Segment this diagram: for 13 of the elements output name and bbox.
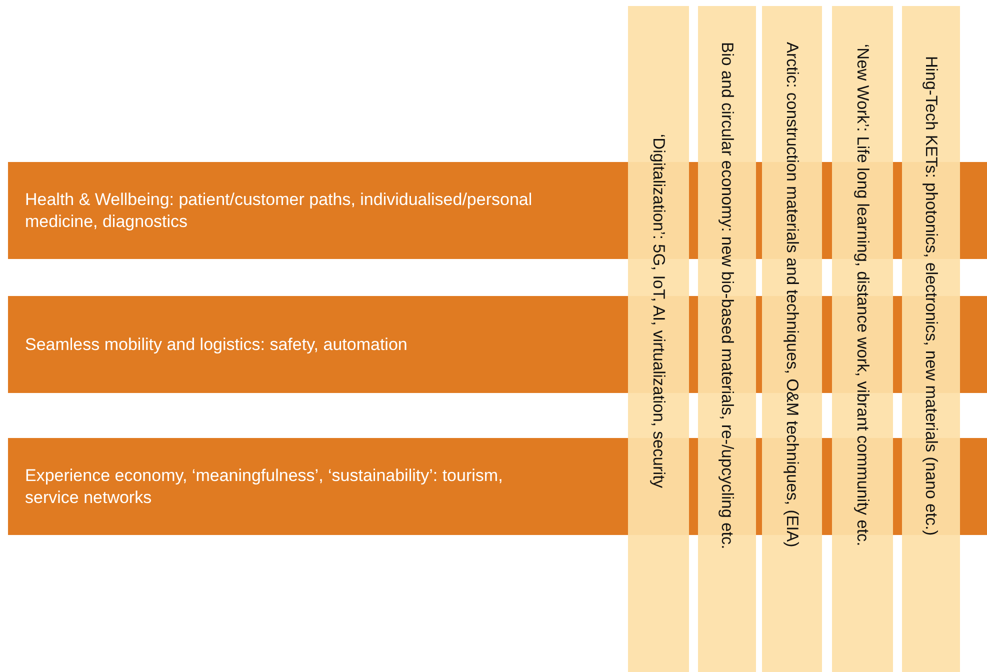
technology-label: Bio and circular economy: new bio-based materials, re-/upcycling etc. [717,42,737,550]
technology-column [902,6,960,672]
technology-label: ‘Digitalization’: 5G, IoT, AI, virtualization, security [648,134,668,488]
theme-label: Health & Wellbeing: patient/customer paths, individualised/personal medicine, diagnostics [25,188,534,232]
technology-column [832,6,893,672]
technology-column [628,6,689,672]
technology-column [762,6,822,672]
theme-label: Experience economy, ‘meaningfulness’, ‘sustainability’: tourism, service networks [25,464,504,508]
technology-label: Hing-Tech KETs: photonics, electronics, new materials (nano etc.) [921,56,941,536]
technology-label: Arctic: construction materials and techniques, O&M techniques, (EIA) [782,42,802,548]
theme-label: Seamless mobility and logistics: safety, automation [25,334,408,356]
technology-column [698,6,756,672]
technology-label: ‘New Work’: Life long learning, distance work, vibrant community etc. [852,44,872,546]
